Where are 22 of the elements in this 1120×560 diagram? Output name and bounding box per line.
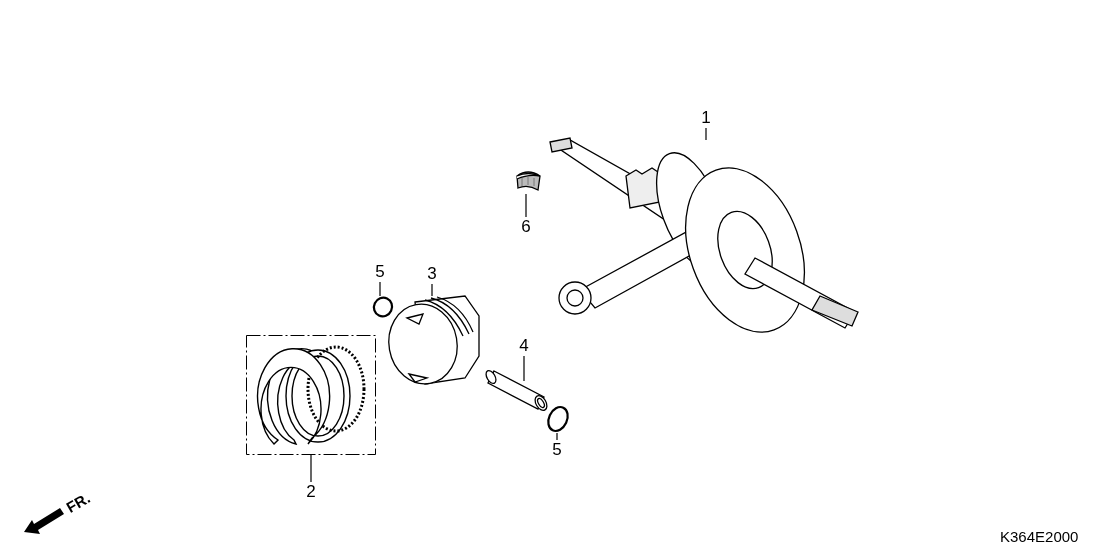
- leader-line: [431, 283, 433, 297]
- leader-line: [556, 432, 558, 441]
- leader-line: [705, 127, 707, 141]
- callout-number: 1: [698, 108, 714, 128]
- callout-number: 5: [372, 262, 388, 282]
- direction-label: FR.: [63, 489, 93, 516]
- leader-line: [525, 193, 527, 218]
- clip-drawing: [370, 296, 396, 318]
- callout-number: 6: [518, 217, 534, 237]
- callout-number: 5: [549, 440, 565, 460]
- callout-number: 2: [303, 482, 319, 502]
- piston-drawing: [385, 296, 481, 386]
- leader-line: [523, 355, 525, 382]
- clip-drawing: [545, 405, 571, 433]
- diagram-code: K364E2000: [1000, 528, 1079, 545]
- callout-number: 4: [516, 336, 532, 356]
- leader-line: [379, 281, 381, 297]
- piston-ring-set-drawing: [256, 344, 368, 448]
- callout-number: 3: [424, 264, 440, 284]
- key-drawing: [514, 170, 542, 194]
- dashed-frame: [246, 335, 376, 455]
- leader-line: [310, 454, 312, 483]
